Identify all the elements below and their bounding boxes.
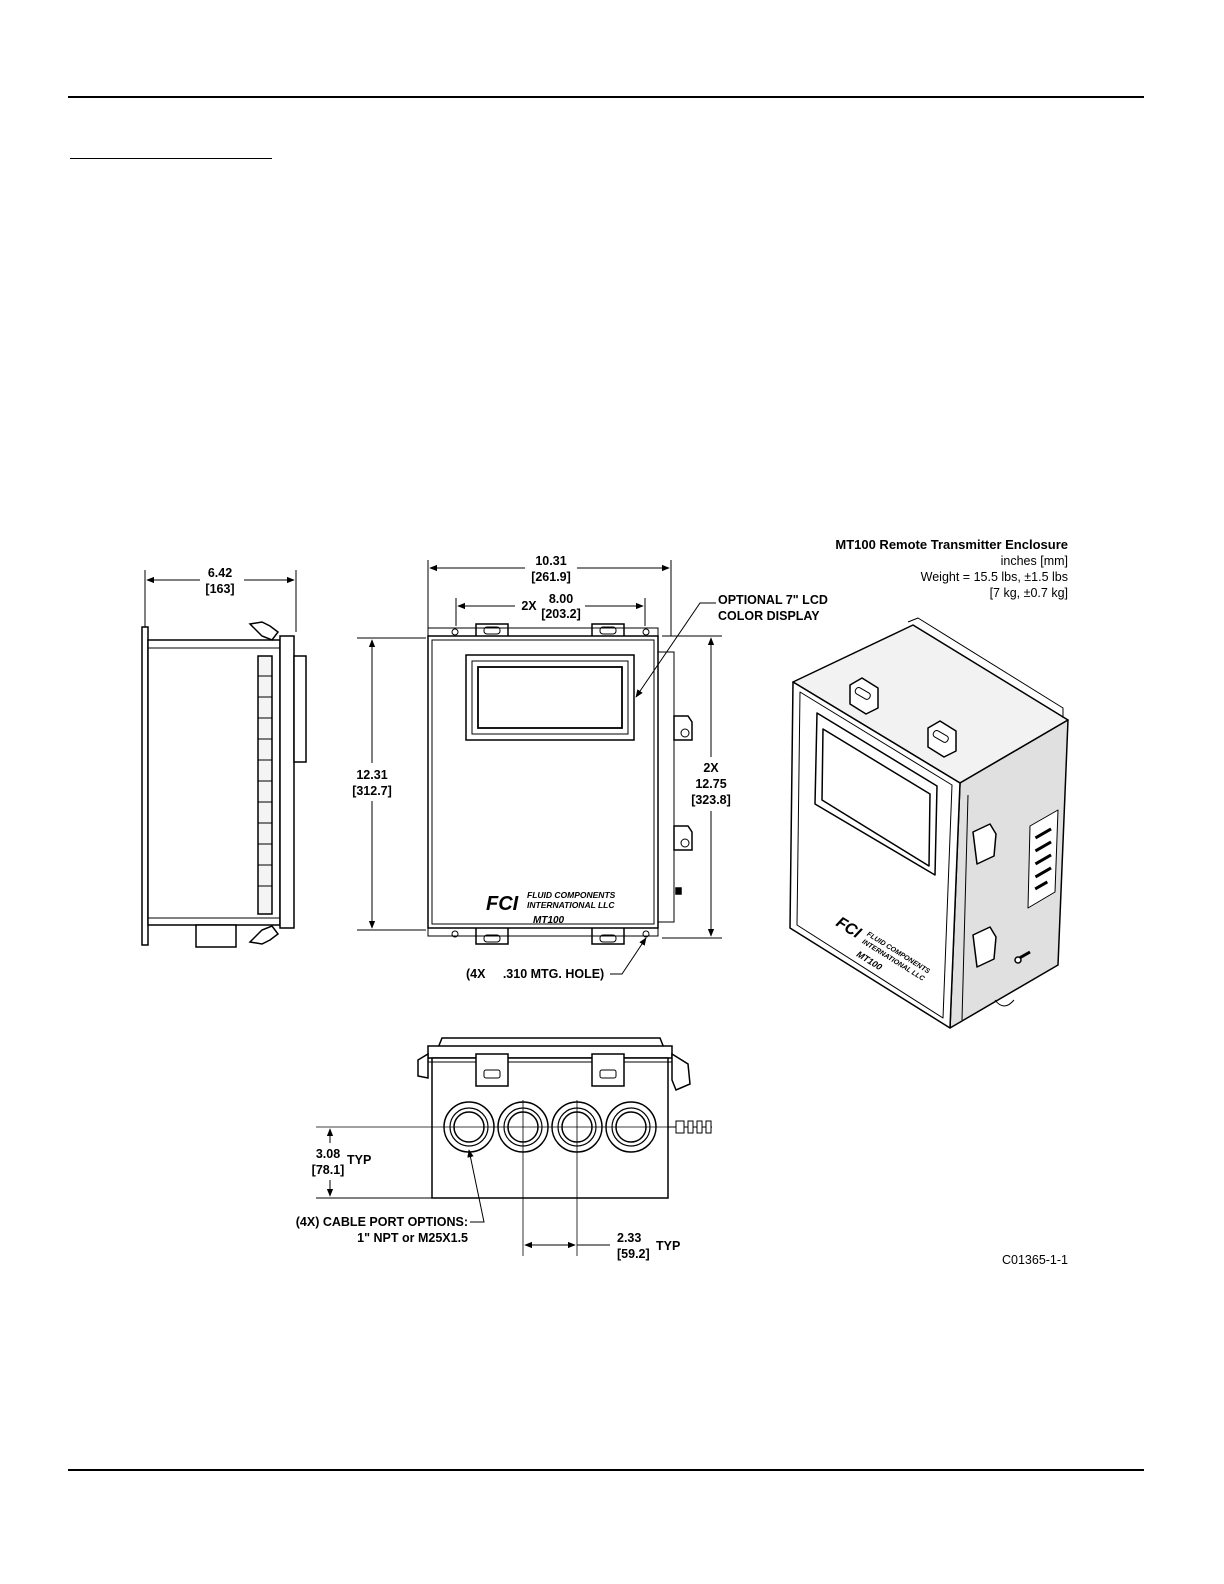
bracket-slot bbox=[599, 1069, 617, 1079]
front-view: 10.31 [261.9] 2X 8.00 [203.2] bbox=[352, 554, 828, 981]
footer-rule bbox=[68, 1469, 1144, 1471]
bottom-view: 3.08 [78.1] TYP 2.33 [59.2] TYP (4X) CAB… bbox=[296, 1037, 712, 1261]
port-pitch-in: 2.33 bbox=[617, 1231, 641, 1245]
bottom-flange bbox=[427, 927, 659, 937]
iso-hinge bbox=[972, 823, 997, 865]
iso-flange bbox=[907, 617, 1064, 718]
hinge-knuckles bbox=[258, 675, 272, 887]
model-label: MT100 bbox=[533, 915, 565, 926]
latch bbox=[417, 1052, 429, 1079]
hinge bbox=[673, 715, 693, 741]
iso-ground-nut bbox=[1014, 956, 1022, 964]
side-view: 6.42 [163] bbox=[141, 566, 307, 948]
cable-port-stub bbox=[195, 924, 237, 948]
hinge-pin bbox=[680, 728, 690, 738]
slot-in: 8.00 bbox=[549, 592, 573, 606]
hinge bbox=[673, 825, 693, 851]
weight-lbs: Weight = 15.5 lbs, ±1.5 lbs bbox=[921, 570, 1068, 584]
hinge-strip bbox=[257, 655, 273, 915]
lcd-bezel bbox=[465, 654, 635, 741]
hole-note: (4X .310 MTG. HOLE) bbox=[466, 967, 604, 981]
logo-brand: FCI bbox=[486, 893, 519, 915]
door-inner-edge bbox=[431, 639, 655, 925]
header-rule bbox=[68, 96, 1144, 98]
units-note: inches [mm] bbox=[1001, 554, 1068, 568]
mounting-hole bbox=[642, 628, 650, 636]
drawing-number: C01365-1-1 bbox=[1002, 1253, 1068, 1267]
logo-line2: INTERNATIONAL LLC bbox=[527, 900, 615, 910]
iso-bracket-slot bbox=[854, 687, 871, 700]
display-leader bbox=[635, 602, 716, 698]
display-bezel-side bbox=[293, 655, 307, 763]
iso-bracket bbox=[927, 720, 957, 758]
mounting-slot bbox=[483, 626, 501, 635]
port-height-in: 3.08 bbox=[316, 1147, 340, 1161]
display-note-2: COLOR DISPLAY bbox=[718, 609, 820, 623]
iso-cable-port bbox=[994, 999, 1015, 1007]
top-flange bbox=[427, 627, 659, 637]
mounting-slot bbox=[599, 626, 617, 635]
iso-bracket bbox=[849, 677, 879, 715]
port-pitch-mm: [59.2] bbox=[617, 1247, 650, 1261]
hinge-side bbox=[657, 651, 675, 923]
info-block: MT100 Remote Transmitter Enclosure inche… bbox=[835, 537, 1068, 600]
mount-in: 12.75 bbox=[695, 777, 726, 791]
iso-lcd-screen bbox=[821, 728, 931, 867]
fci-logo: FCI FLUID COMPONENTS INTERNATIONAL LLC M… bbox=[486, 890, 616, 926]
mounting-hole bbox=[642, 930, 650, 938]
mounting-slot bbox=[483, 934, 501, 943]
weight-kg: [7 kg, ±0.7 kg] bbox=[990, 586, 1068, 600]
iso-hinge bbox=[972, 926, 997, 968]
latch bbox=[248, 925, 280, 945]
enclosure-title: MT100 Remote Transmitter Enclosure bbox=[835, 537, 1068, 552]
mounting-hole bbox=[451, 628, 459, 636]
hole-leader bbox=[610, 937, 647, 975]
hinge-pin bbox=[680, 838, 690, 848]
ground-stud bbox=[668, 1120, 712, 1134]
width-mm: [261.9] bbox=[531, 570, 571, 584]
width-in: 10.31 bbox=[535, 554, 566, 568]
lcd-bezel-inner bbox=[471, 660, 629, 735]
cable-leader bbox=[467, 1149, 485, 1223]
depth-mm: [163] bbox=[205, 582, 234, 596]
cable-note-2: 1" NPT or M25X1.5 bbox=[357, 1231, 468, 1245]
section-underline bbox=[70, 158, 272, 159]
depth-in: 6.42 bbox=[208, 566, 232, 580]
port-height-mm: [78.1] bbox=[312, 1163, 345, 1177]
mounting-plate bbox=[141, 626, 149, 946]
iso-door-edge bbox=[796, 691, 953, 1019]
display-note-1: OPTIONAL 7" LCD bbox=[718, 593, 828, 607]
door-lip bbox=[427, 1045, 673, 1059]
bracket-slot bbox=[483, 1069, 501, 1079]
port-height-typ: TYP bbox=[347, 1153, 371, 1167]
lcd-screen bbox=[477, 666, 623, 729]
latch-key bbox=[675, 887, 682, 895]
latch bbox=[248, 621, 280, 641]
latch bbox=[671, 1052, 691, 1091]
cable-note-1: (4X) CABLE PORT OPTIONS: bbox=[296, 1215, 468, 1229]
slot-mm: [203.2] bbox=[541, 607, 581, 621]
mounting-hole bbox=[451, 930, 459, 938]
iso-bracket-slot bbox=[932, 730, 949, 743]
height-in: 12.31 bbox=[356, 768, 387, 782]
port-pitch-typ: TYP bbox=[656, 1239, 680, 1253]
mounting-slot bbox=[599, 934, 617, 943]
slot-count: 2X bbox=[521, 599, 537, 613]
isometric-view: FCI FLUID COMPONENTS INTERNATIONAL LLC M… bbox=[789, 617, 1069, 1029]
iso-hinge-edge bbox=[961, 794, 969, 1021]
height-mm: [312.7] bbox=[352, 784, 392, 798]
mount-count: 2X bbox=[703, 761, 719, 775]
mount-mm: [323.8] bbox=[691, 793, 731, 807]
door-edge bbox=[279, 635, 295, 929]
logo-line1: FLUID COMPONENTS bbox=[527, 890, 616, 900]
iso-nameplate-text bbox=[1034, 827, 1052, 891]
